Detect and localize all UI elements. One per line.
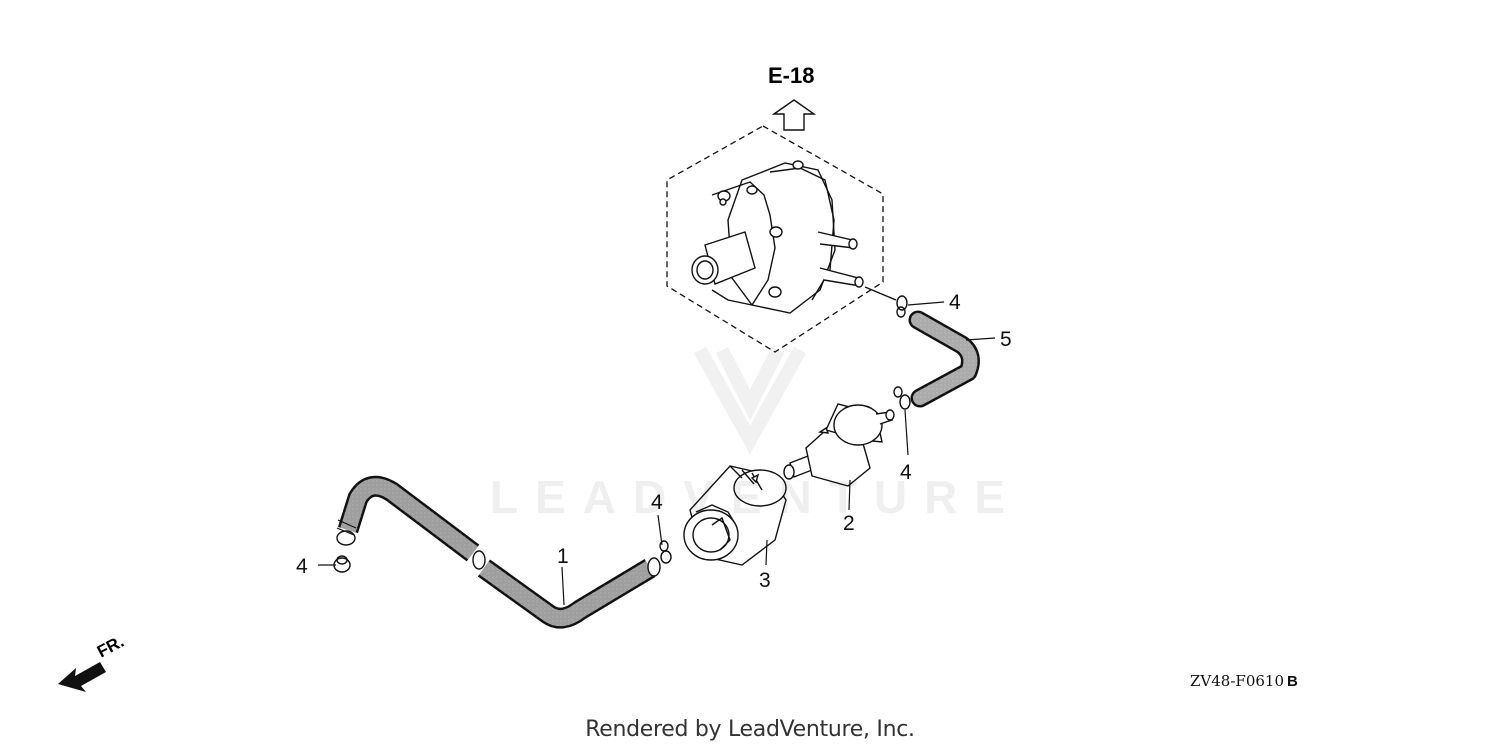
- footer-credit: Rendered by LeadVenture, Inc.: [585, 717, 915, 742]
- clip-small: [659, 540, 672, 564]
- watermark-text: LEADVENTURE: [490, 471, 1023, 523]
- clip-top: [864, 286, 908, 318]
- pump-assembly-outline: [666, 125, 884, 353]
- reference-title: E-18: [768, 63, 815, 88]
- fuel-filter: [783, 403, 895, 487]
- watermark-logo: [693, 346, 807, 455]
- reference-arrow: [771, 99, 817, 131]
- hose-5: [908, 310, 980, 408]
- leader-lines: [318, 301, 996, 606]
- strainer-cup: [683, 465, 787, 566]
- callout-1: 1: [557, 545, 569, 568]
- drawing-code-number: ZV48-F0610: [1190, 672, 1284, 690]
- callout-3: 3: [759, 569, 771, 592]
- callout-4-right: 4: [900, 461, 912, 484]
- drawing-code-suffix: B: [1287, 673, 1298, 690]
- callout-4-left: 4: [296, 555, 308, 578]
- callout-4-top: 4: [949, 291, 961, 314]
- callout-5: 5: [1000, 328, 1012, 351]
- hose-1: [336, 475, 661, 629]
- front-direction-arrow: [58, 662, 106, 692]
- clip-mid: [893, 386, 911, 410]
- callout-4-middle: 4: [651, 491, 663, 514]
- clip-left: [333, 555, 351, 573]
- callout-2: 2: [843, 512, 855, 535]
- fuel-pump: [691, 160, 864, 314]
